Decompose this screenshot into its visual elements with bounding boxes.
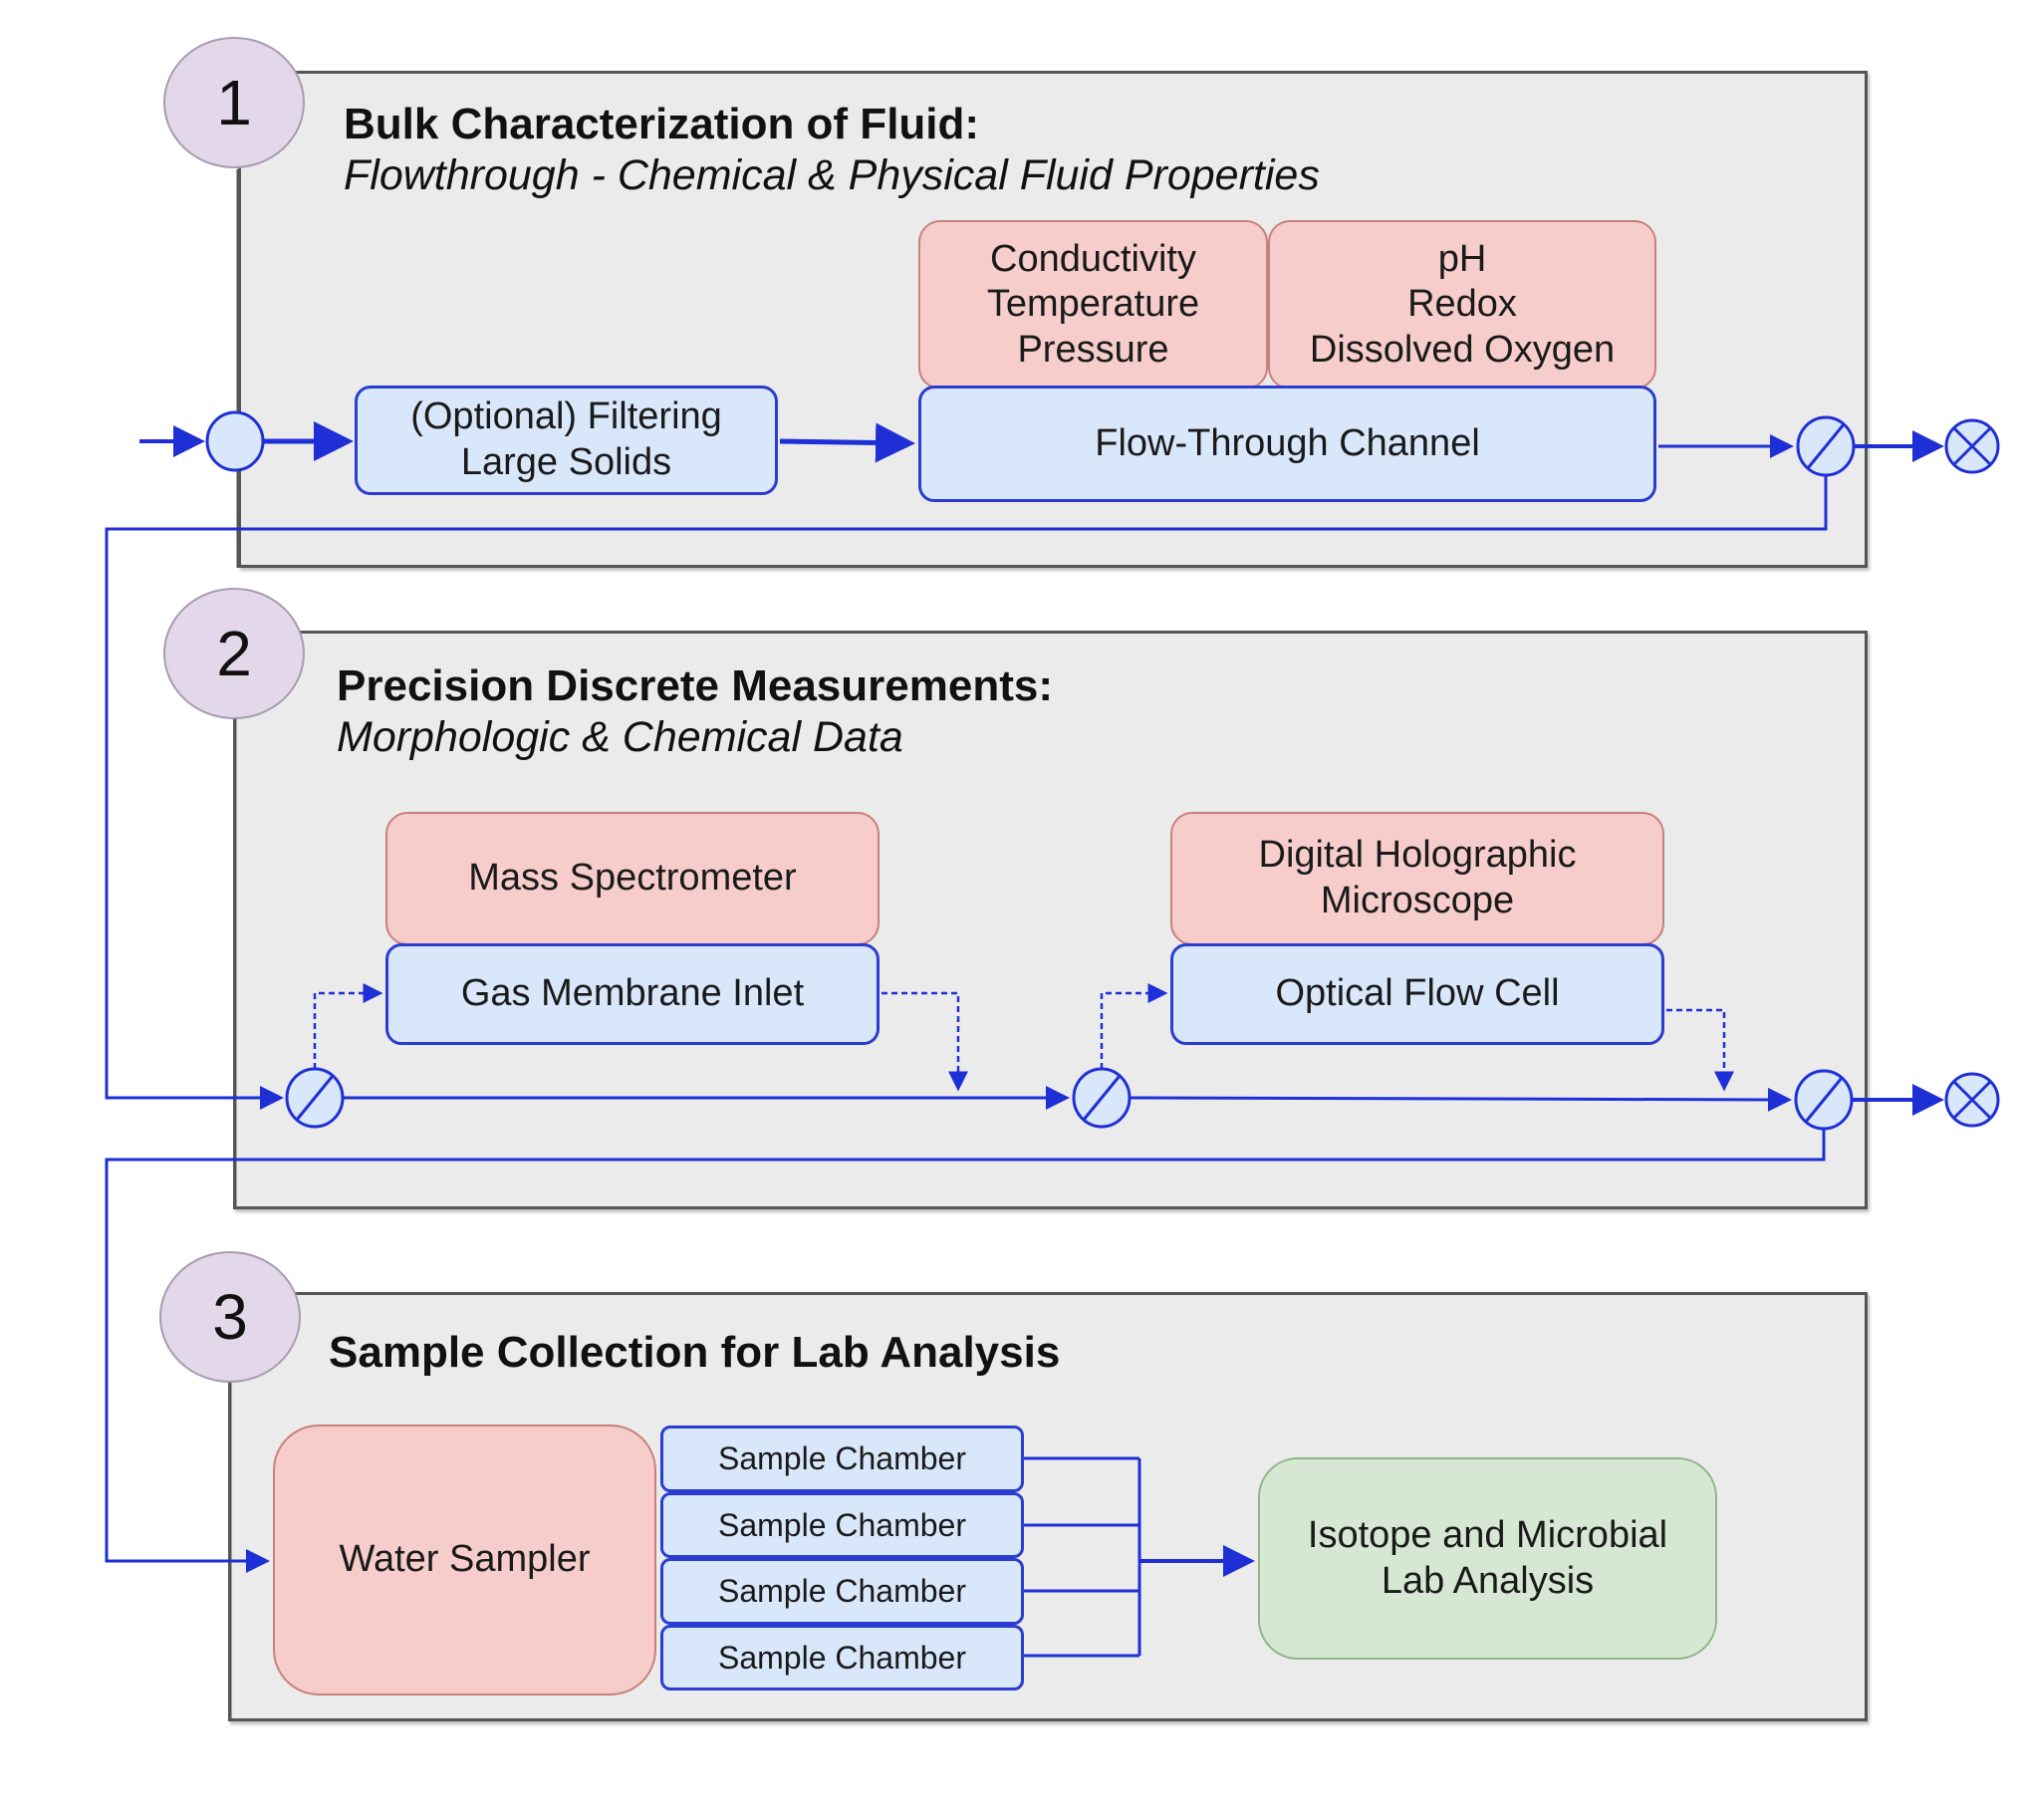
- water-sampler-box: Water Sampler: [273, 1425, 656, 1695]
- optical-flow-cell-box: Optical Flow Cell: [1170, 943, 1664, 1045]
- sensor-box-ph: pH Redox Dissolved Oxygen: [1268, 220, 1656, 390]
- stage-3-title: Sample Collection for Lab Analysis: [329, 1328, 1061, 1377]
- step-1-badge: 1: [163, 37, 305, 168]
- mass-spectrometer-box: Mass Spectrometer: [385, 812, 880, 945]
- stage-1-subtitle: Flowthrough - Chemical & Physical Fluid …: [344, 151, 1320, 199]
- step-3-badge: 3: [159, 1251, 301, 1383]
- stage-2-subtitle: Morphologic & Chemical Data: [337, 713, 903, 761]
- sample-chamber: Sample Chamber: [660, 1558, 1024, 1625]
- stage-2-title: Precision Discrete Measurements:: [337, 661, 1053, 710]
- step-2-badge: 2: [163, 588, 305, 719]
- dotted-to-optical-cell: [1100, 983, 1168, 1069]
- sample-chamber: Sample Chamber: [660, 1625, 1024, 1690]
- filter-box: (Optional) Filtering Large Solids: [355, 386, 778, 495]
- stage-1-title: Bulk Characterization of Fluid:: [344, 100, 980, 148]
- dotted-to-gas-inlet: [313, 983, 383, 1069]
- gas-membrane-inlet-box: Gas Membrane Inlet: [385, 943, 880, 1045]
- main-line-b: [1130, 1087, 1792, 1112]
- lab-analysis-box: Isotope and Microbial Lab Analysis: [1258, 1457, 1717, 1660]
- holographic-microscope-box: Digital Holographic Microscope: [1170, 812, 1664, 945]
- sample-chamber: Sample Chamber: [660, 1492, 1024, 1558]
- dotted-from-gas-inlet: [882, 991, 968, 1092]
- sensor-box-conductivity: Conductivity Temperature Pressure: [918, 220, 1268, 390]
- dotted-from-optical-cell: [1666, 1008, 1734, 1092]
- sample-chamber: Sample Chamber: [660, 1426, 1024, 1492]
- flow-through-channel: Flow-Through Channel: [918, 386, 1656, 502]
- stage2-to-stage3-line: [105, 1129, 1826, 1573]
- filter-to-channel-line: [779, 422, 915, 463]
- stage1-to-stage2-line: [105, 475, 1828, 1110]
